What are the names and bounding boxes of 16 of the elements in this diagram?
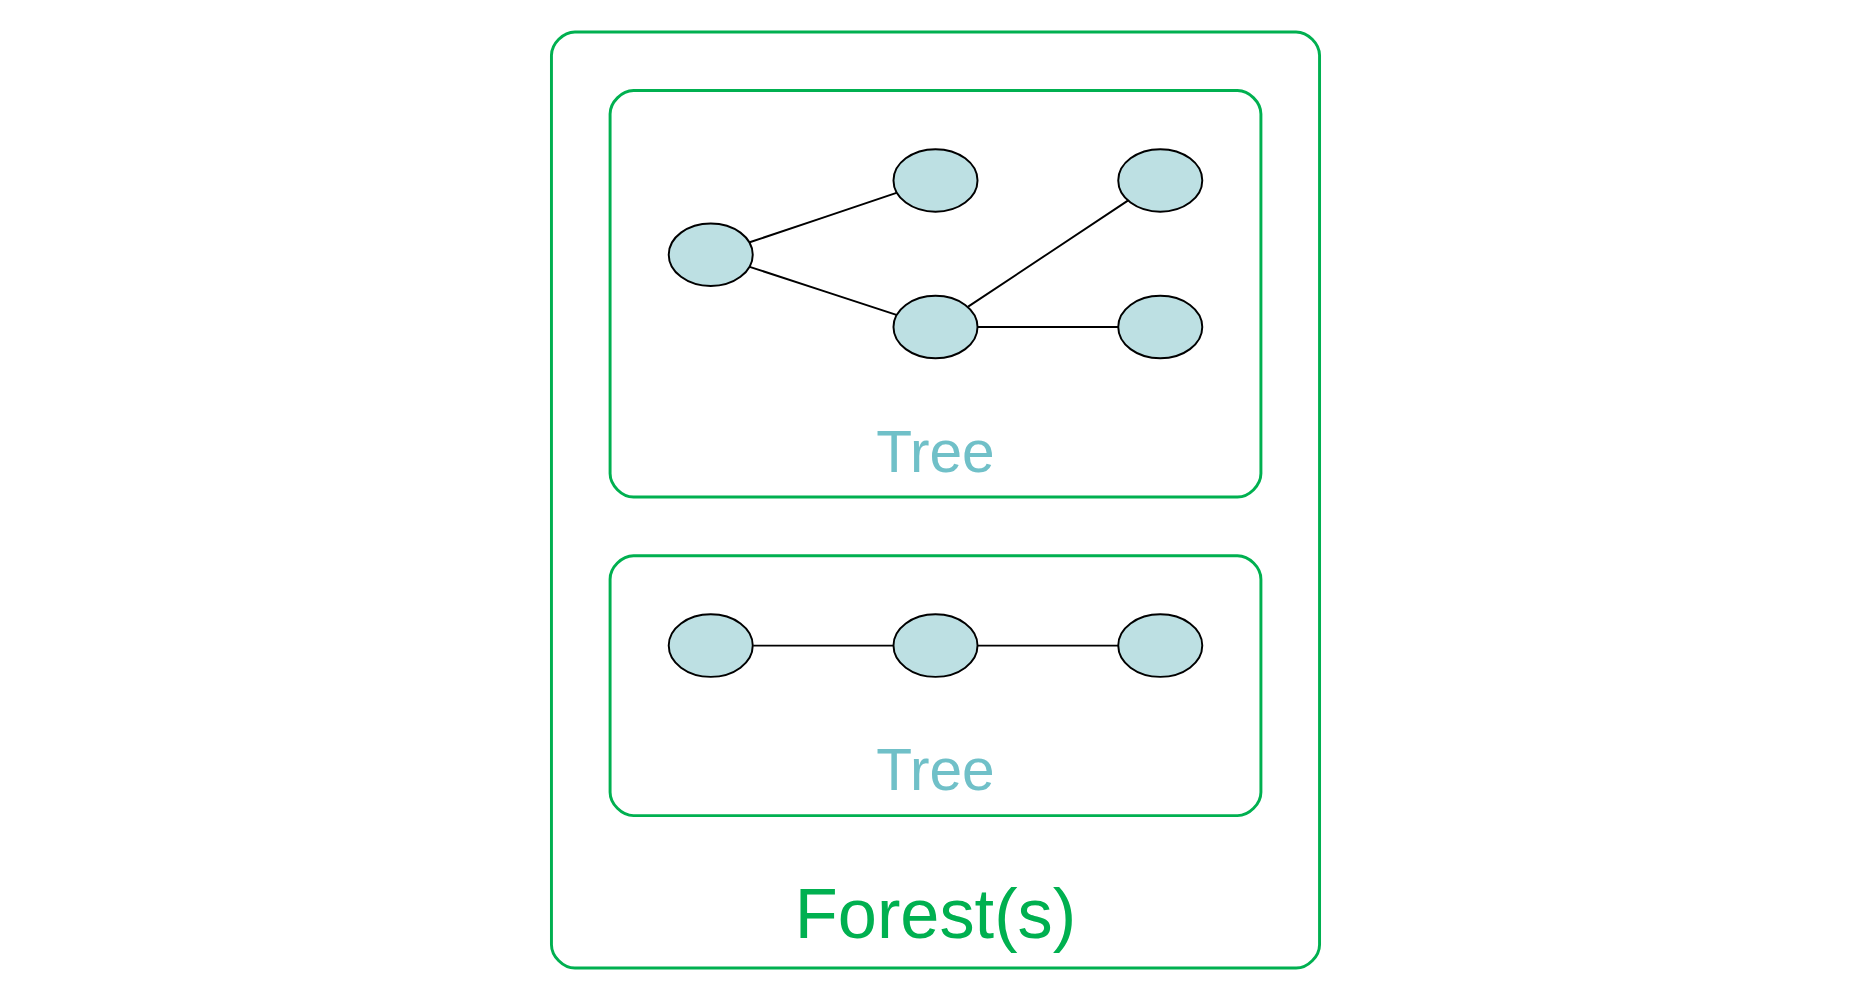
node-ellipse xyxy=(1116,148,1203,213)
connector xyxy=(976,326,1119,328)
node-ellipse xyxy=(892,148,978,213)
connector xyxy=(976,644,1119,647)
node-ellipse xyxy=(1116,613,1203,678)
cluster: Tree xyxy=(608,89,1262,499)
node-ellipse xyxy=(667,613,754,678)
connector xyxy=(748,191,897,244)
connector xyxy=(751,644,894,647)
node-ellipse xyxy=(892,294,978,360)
connector xyxy=(966,199,1129,308)
connector xyxy=(748,265,897,316)
node-ellipse xyxy=(667,222,754,287)
node-ellipse xyxy=(1116,294,1203,360)
node-ellipse xyxy=(892,613,978,678)
cluster: Tree xyxy=(608,554,1262,818)
